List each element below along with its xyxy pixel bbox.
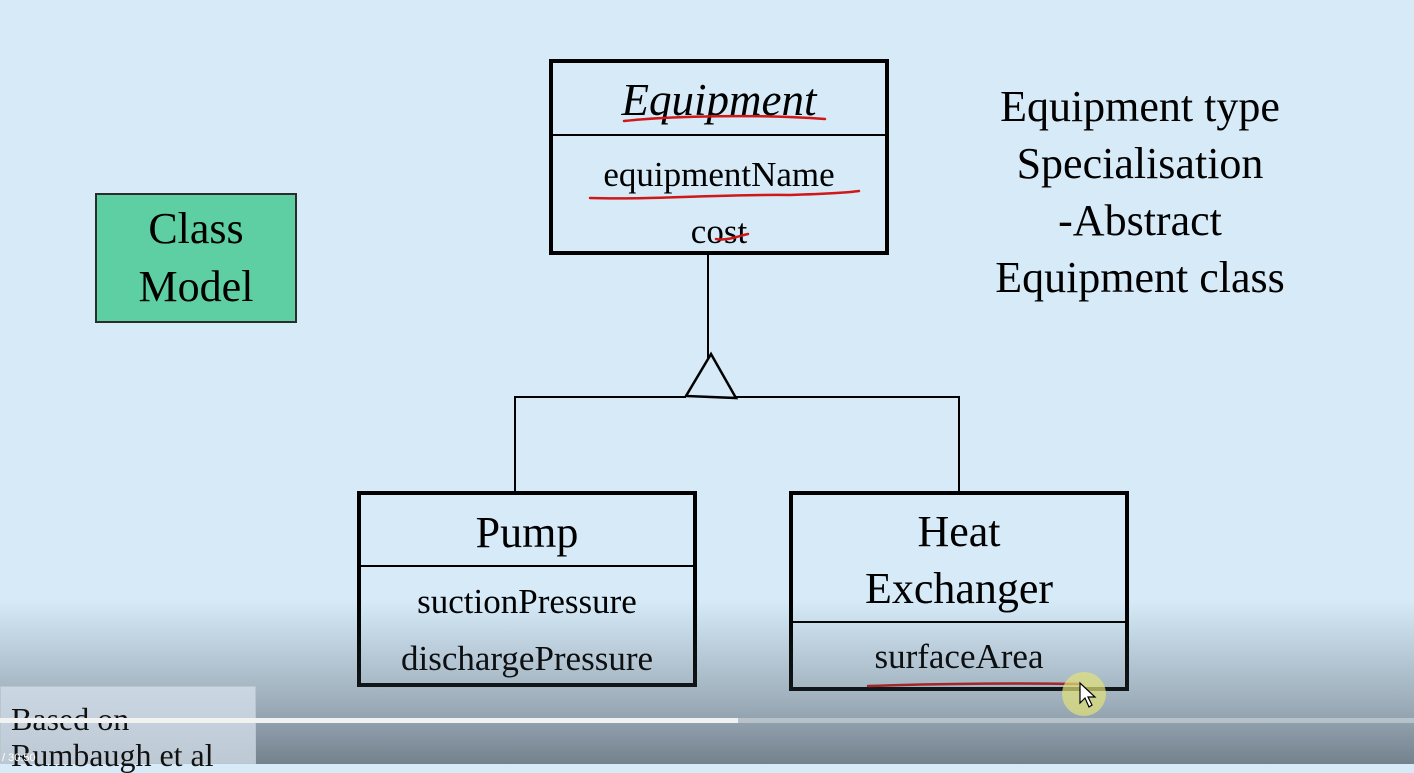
equipment-attributes: equipmentName cost [553, 136, 885, 260]
attribute-equipment-name: equipmentName [603, 155, 835, 194]
pump-class-name: Pump [361, 495, 693, 567]
generalization-connector [514, 255, 960, 492]
note-line-1: Equipment type [1000, 82, 1280, 131]
progress-fill [0, 718, 739, 723]
underline-equipment [622, 114, 827, 123]
timecode: / 30:50 [2, 752, 36, 764]
attribute-cost: cost [690, 212, 748, 251]
equipment-class-box: Equipment equipmentName cost [549, 59, 889, 255]
underline-cost [714, 232, 750, 241]
note-line-2: Specialisation [1016, 139, 1264, 188]
class-model-line-2: Model [138, 262, 254, 311]
caption-box: Based on Rumbaugh et al [0, 686, 256, 773]
note-line-3: -Abstract [1058, 196, 1222, 245]
progress-bar[interactable] [0, 718, 1414, 723]
underline-equipment-name [588, 189, 861, 200]
note-line-4: Equipment class [995, 253, 1285, 302]
class-model-label: Class Model [95, 193, 297, 323]
specialisation-note: Equipment type Specialisation -Abstract … [960, 78, 1320, 306]
heat-exchanger-name-line-1: Heat [917, 507, 1001, 556]
inheritance-triangle-icon [683, 351, 739, 400]
cursor-highlight [1062, 672, 1106, 716]
class-model-line-1: Class [148, 204, 244, 253]
caption-line-2: Rumbaugh et al [11, 737, 214, 773]
